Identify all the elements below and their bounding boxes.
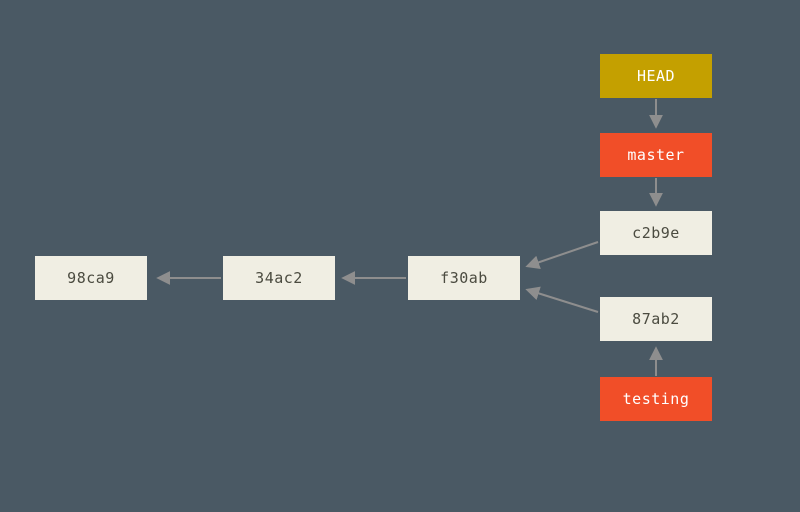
- commit-node-98ca9: 98ca9: [35, 256, 147, 300]
- commit-node-c2b9e: c2b9e: [600, 211, 712, 255]
- commit-node-87ab2: 87ab2: [600, 297, 712, 341]
- commit-node-f30ab: f30ab: [408, 256, 520, 300]
- branch-node-testing: testing: [600, 377, 712, 421]
- branch-node-master: master: [600, 133, 712, 177]
- arrow-87ab2-to-f30ab: [525, 286, 599, 313]
- head-pointer-node: HEAD: [600, 54, 712, 98]
- arrow-c2b9e-to-f30ab: [525, 241, 599, 269]
- commit-node-34ac2: 34ac2: [223, 256, 335, 300]
